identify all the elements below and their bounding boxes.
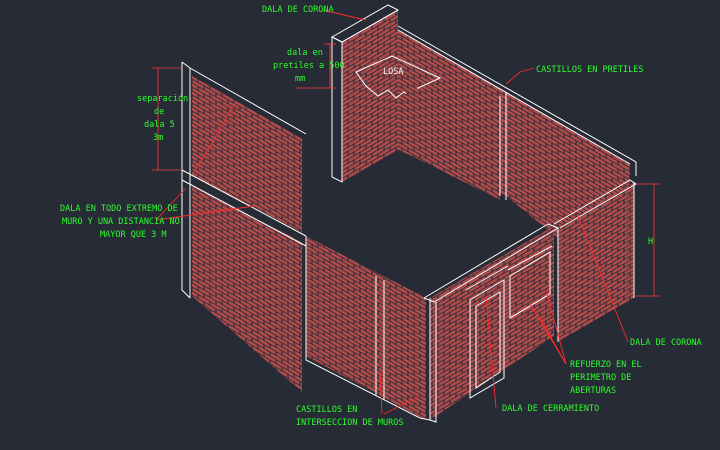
leader-dala-cerramiento [485,295,497,409]
leader-castillos-inter-2 [383,395,421,415]
label-separacion-4: 3m [153,133,163,143]
label-dala-cerramiento: DALA DE CERRAMIENTO [502,404,599,414]
dimension-h [636,183,660,297]
leader-dala-extremo-1 [155,187,187,221]
label-refuerzo-2: PERIMETRO DE [570,373,631,383]
label-dala-corona-right: DALA DE CORONA [630,338,702,348]
leader-refuerzo-3 [539,317,567,365]
leader-dala-corona-top [321,9,367,21]
back-left-parapet-wall [330,4,400,183]
leader-separacion [195,101,237,171]
label-h: H [648,237,653,247]
label-separacion-3: dala 5 [144,120,175,130]
label-castillos-inter-1: CASTILLOS EN [296,405,357,415]
front-right-wall [423,223,560,423]
label-refuerzo-3: ABERTURAS [570,386,616,396]
label-castillos-pretiles: CASTILLOS EN PRETILES [536,65,643,75]
leader-dala-extremo-2 [155,205,255,221]
leader-castillos-pretiles [505,67,535,85]
label-dala-pretiles-1: dala en [287,48,323,58]
left-wall [181,61,307,396]
label-separacion-2: de [154,107,164,117]
label-castillos-inter-2: INTERSECCION DE MUROS [296,418,403,428]
label-dala-corona-top: DALA DE CORONA [262,5,334,15]
losa-slab: LOSA [355,55,442,99]
losa-label: LOSA [383,67,403,77]
front-left-wall [305,236,431,421]
leader-dala-corona-right [577,215,629,343]
leader-refuerzo-2 [545,289,567,365]
dimension-pretiles [296,43,336,89]
label-refuerzo-1: REFUERZO EN EL [570,360,642,370]
label-separacion-1: separación [137,93,188,104]
leader-castillos-inter-1 [379,371,383,415]
label-dala-pretiles-3: mm [295,74,305,84]
label-dala-extremo-3: MAYOR QUE 3 M [100,230,167,240]
inner-back-wall [400,80,500,200]
label-dala-extremo-2: MURO Y UNA DISTANCIA NO [62,217,180,227]
label-dala-extremo-1: DALA EN TODO EXTREMO DE [60,204,178,214]
dimension-separacion [152,67,182,171]
label-dala-pretiles-2: pretiles a 500 [273,61,345,71]
